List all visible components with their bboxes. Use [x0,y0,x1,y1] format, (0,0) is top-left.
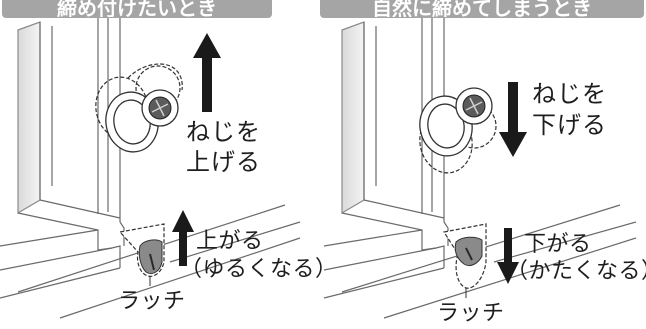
right-screw-caption-2: 下げる [532,111,607,139]
left-screw-caption-2: 上げる [186,148,261,176]
right-screw-head [462,94,486,118]
down-arrow-icon [497,228,519,284]
right-latch [443,223,487,298]
left-latch-caption-2: （ゆるくなる） [180,257,338,282]
right-latch-caption-2: （かたくなる） [506,259,646,284]
right-latch-caption-1: 下がる [524,232,592,257]
left-screw-head [148,96,172,120]
left-latch-caption-1: 上がる [196,229,264,254]
left-header-text: 締め付けたいとき [57,0,217,17]
up-arrow-icon [172,210,194,266]
right-panel-header: 自然に締めてしまうとき [320,0,644,18]
down-arrow-icon [499,82,527,157]
left-panel-header: 締め付けたいとき [2,0,272,18]
left-screw-caption-1: ねじを [186,118,261,146]
right-header-text: 自然に締めてしまうとき [372,0,592,17]
up-arrow-icon [193,33,221,112]
right-screw-caption-1: ねじを [532,80,607,108]
left-latch [118,223,165,286]
right-latch-name: ラッチ [437,301,505,326]
left-screw-plate [105,89,179,153]
left-door-frame [0,14,301,319]
left-latch-name: ラッチ [118,289,186,314]
